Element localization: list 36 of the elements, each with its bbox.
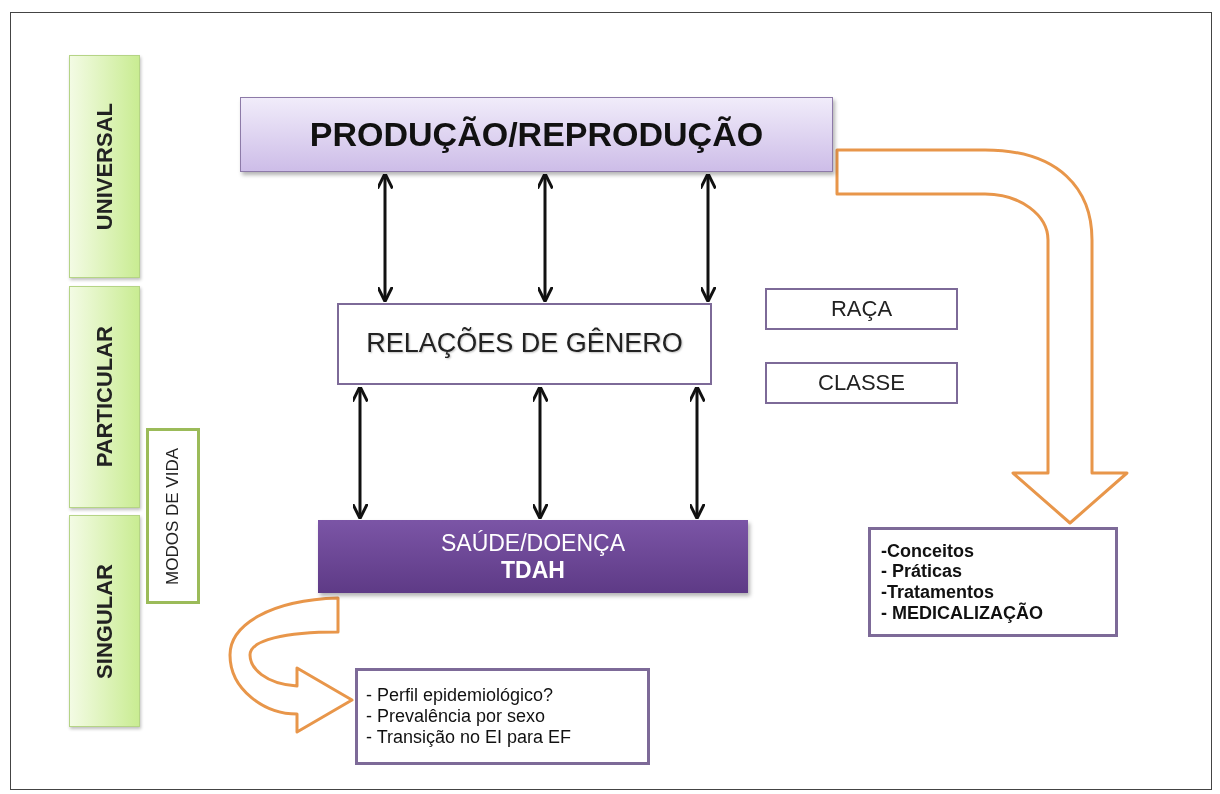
node-label: - Práticas: [881, 561, 963, 582]
node-label: PARTICULAR: [91, 326, 118, 468]
node-label: MODOS DE VIDA: [163, 447, 183, 585]
list-box: [355, 668, 650, 765]
node-label: - Prevalência por sexo: [366, 706, 546, 727]
node-label: RAÇA: [830, 296, 893, 322]
node-label: SINGULAR: [91, 563, 118, 679]
node-label: - MEDICALIZAÇÃO: [881, 602, 1043, 624]
double-arrow: [376, 172, 394, 303]
list-box: [868, 527, 1118, 637]
node-label: CLASSE: [818, 370, 905, 396]
double-arrow: [351, 385, 369, 520]
concept-box: [765, 362, 958, 404]
node-label: UNIVERSAL: [91, 102, 118, 231]
level-band: [69, 286, 140, 508]
level-band: [69, 515, 140, 727]
double-arrow: [699, 172, 717, 303]
curved-block-arrow: [228, 596, 354, 734]
double-arrow: [688, 385, 706, 520]
highlight-box: [318, 520, 748, 593]
node-label: - Perfil epidemiológico?: [366, 685, 554, 707]
double-arrow: [531, 385, 549, 520]
level-band: [69, 55, 140, 278]
node-label: TDAH: [501, 556, 565, 583]
concept-box: [337, 303, 712, 385]
node-label: SAÚDE/DOENÇA: [440, 530, 625, 557]
concept-box: [765, 288, 958, 330]
side-label-box: [146, 428, 200, 604]
node-label: -Tratamentos: [881, 582, 995, 602]
concept-box: [240, 97, 833, 172]
double-arrow: [536, 172, 554, 303]
node-label: RELAÇÕES DE GÊNERO: [366, 328, 683, 360]
node-label: - Transição no EI para EF: [366, 726, 572, 748]
node-label: -Conceitos: [881, 540, 974, 562]
curved-block-arrow: [835, 148, 1129, 525]
node-label: PRODUÇÃO/REPRODUÇÃO: [309, 114, 764, 155]
